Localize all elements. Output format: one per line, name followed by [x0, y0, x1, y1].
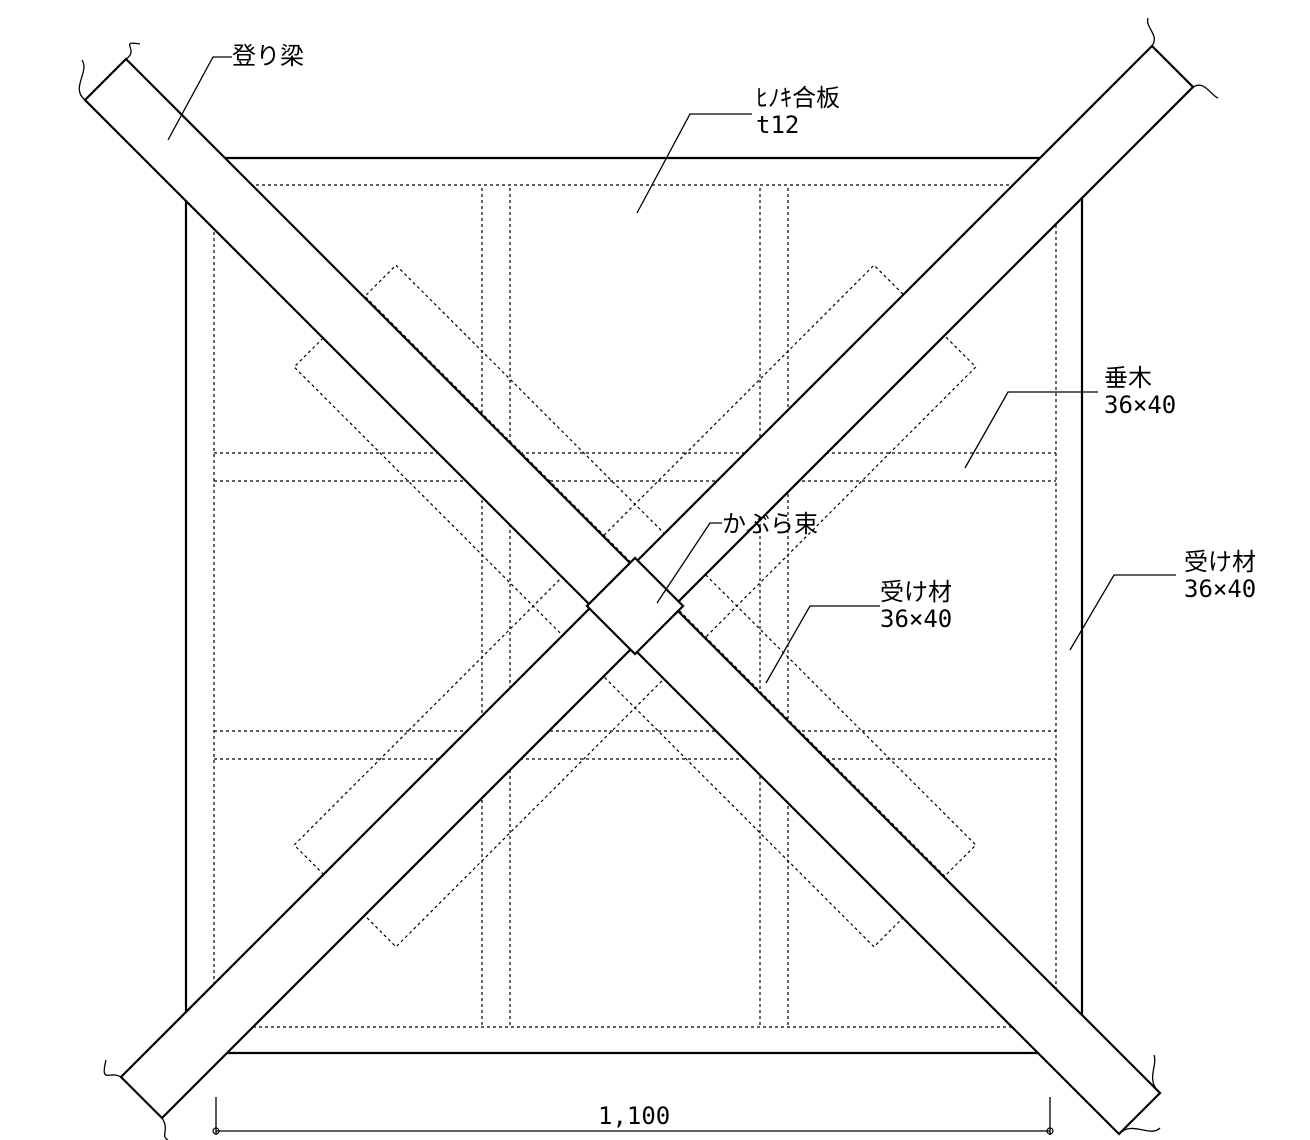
label-rafter-beam: 登り梁	[232, 42, 304, 70]
label-support-outer-size: 36×40	[1184, 575, 1256, 603]
label-plywood-name: ﾋﾉｷ合板	[756, 84, 840, 112]
rafter-beam-ne-sw	[103, 17, 1219, 1140]
label-joist-name: 垂木	[1104, 364, 1152, 392]
label-support-outer-name: 受け材	[1184, 548, 1256, 576]
dimension-value: 1,100	[598, 1102, 670, 1130]
center-strut	[585, 556, 685, 656]
dimension-width: 1,100	[212, 1097, 1054, 1135]
leader-lines	[167, 56, 1176, 684]
label-support-inner-name: 受け材	[880, 578, 952, 606]
labels: 登り梁 ﾋﾉｷ合板 t12 垂木 36×40 かぶら束 受け材 36×40 受け…	[232, 42, 1256, 633]
label-plywood-thickness: t12	[756, 111, 799, 139]
label-support-inner-size: 36×40	[880, 605, 952, 633]
label-joist-size: 36×40	[1104, 391, 1176, 419]
label-center-strut: かぶら束	[722, 510, 818, 538]
